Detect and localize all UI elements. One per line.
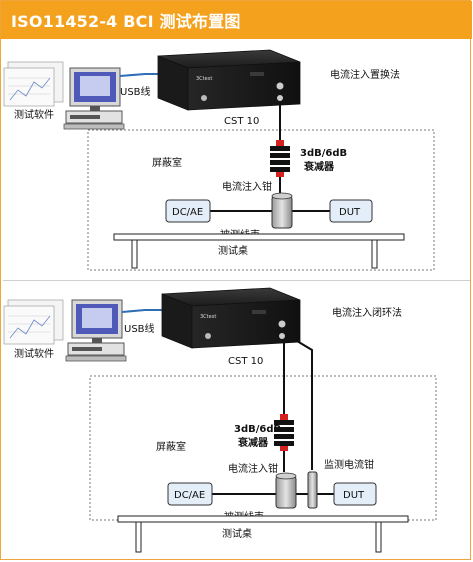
bottom-dcae-label: DC/AE (174, 490, 205, 501)
page-title: ISO11452-4 BCI 测试布置图 (11, 12, 241, 31)
top-usb-label: USB线 (120, 85, 151, 98)
bottom-setup: 测试软件 USB线 3Ctest CST 10 电流注入闭环法 (3, 287, 437, 553)
bottom-shield-room (89, 375, 437, 521)
bottom-dut-label: DUT (343, 490, 365, 501)
top-cst-label: CST 10 (224, 116, 259, 127)
top-usb-cable (119, 73, 160, 77)
svg-text:3Ctest: 3Ctest (200, 314, 216, 320)
title-bar: ISO11452-4 BCI 测试布置图 (1, 1, 472, 39)
section-divider (3, 280, 470, 281)
bottom-injection-clamp-icon (275, 472, 297, 509)
top-method-label: 电流注入置换法 (330, 68, 400, 81)
bottom-injection-clamp-label: 电流注入钳 (228, 462, 278, 475)
bottom-test-table (117, 515, 409, 553)
bottom-attenuator-label-1: 3dB/6dB (234, 424, 281, 435)
top-table-label: 测试桌 (218, 244, 248, 257)
bottom-software-label: 测试软件 (14, 347, 54, 360)
bottom-attenuator-label-2: 衰减器 (237, 436, 269, 449)
bottom-attenuator-icon (274, 414, 294, 451)
bottom-usb-cable (121, 309, 162, 313)
top-injection-clamp-label: 电流注入钳 (222, 180, 272, 193)
bottom-cst10-instrument: 3Ctest (161, 287, 301, 349)
bottom-method-label: 电流注入闭环法 (332, 306, 402, 319)
bottom-dcae-box (167, 482, 213, 506)
top-shield-room (87, 129, 435, 271)
bottom-shield-label: 屏蔽室 (156, 440, 186, 453)
top-attenuator-label-1: 3dB/6dB (300, 148, 347, 159)
bottom-usb-label: USB线 (124, 322, 155, 335)
bottom-monitor-clamp-label: 监测电流钳 (324, 458, 374, 471)
top-dut-label: DUT (339, 207, 361, 218)
bottom-pc-icon (65, 299, 127, 362)
top-dcae-box (165, 199, 211, 223)
bottom-dut-box (333, 482, 377, 506)
top-test-table (113, 233, 405, 269)
top-software-screens-icon (3, 61, 64, 107)
top-shield-label: 屏蔽室 (152, 156, 182, 169)
top-attenuator-label-2: 衰减器 (303, 160, 335, 173)
bottom-software-screens-icon (3, 299, 64, 345)
top-software-label: 测试软件 (14, 108, 54, 121)
top-pc-icon (63, 67, 125, 130)
top-injection-clamp-icon (271, 192, 293, 229)
top-dcae-label: DC/AE (172, 207, 203, 218)
setup-diagram: 测试软件 USB线 3Ctest CST 10 电流注入置换法 (3, 49, 437, 553)
bottom-cst-label: CST 10 (228, 356, 263, 367)
bottom-monitor-clamp-icon (307, 471, 318, 509)
top-dut-box (329, 199, 373, 223)
top-cst10-instrument: 3Ctest (157, 49, 301, 111)
bottom-monitor-cable (291, 337, 313, 470)
bottom-table-label: 测试桌 (222, 527, 252, 540)
top-attenuator-icon (270, 140, 290, 177)
svg-text:3Ctest: 3Ctest (196, 76, 212, 82)
top-setup: 测试软件 USB线 3Ctest CST 10 电流注入置换法 (3, 49, 435, 271)
